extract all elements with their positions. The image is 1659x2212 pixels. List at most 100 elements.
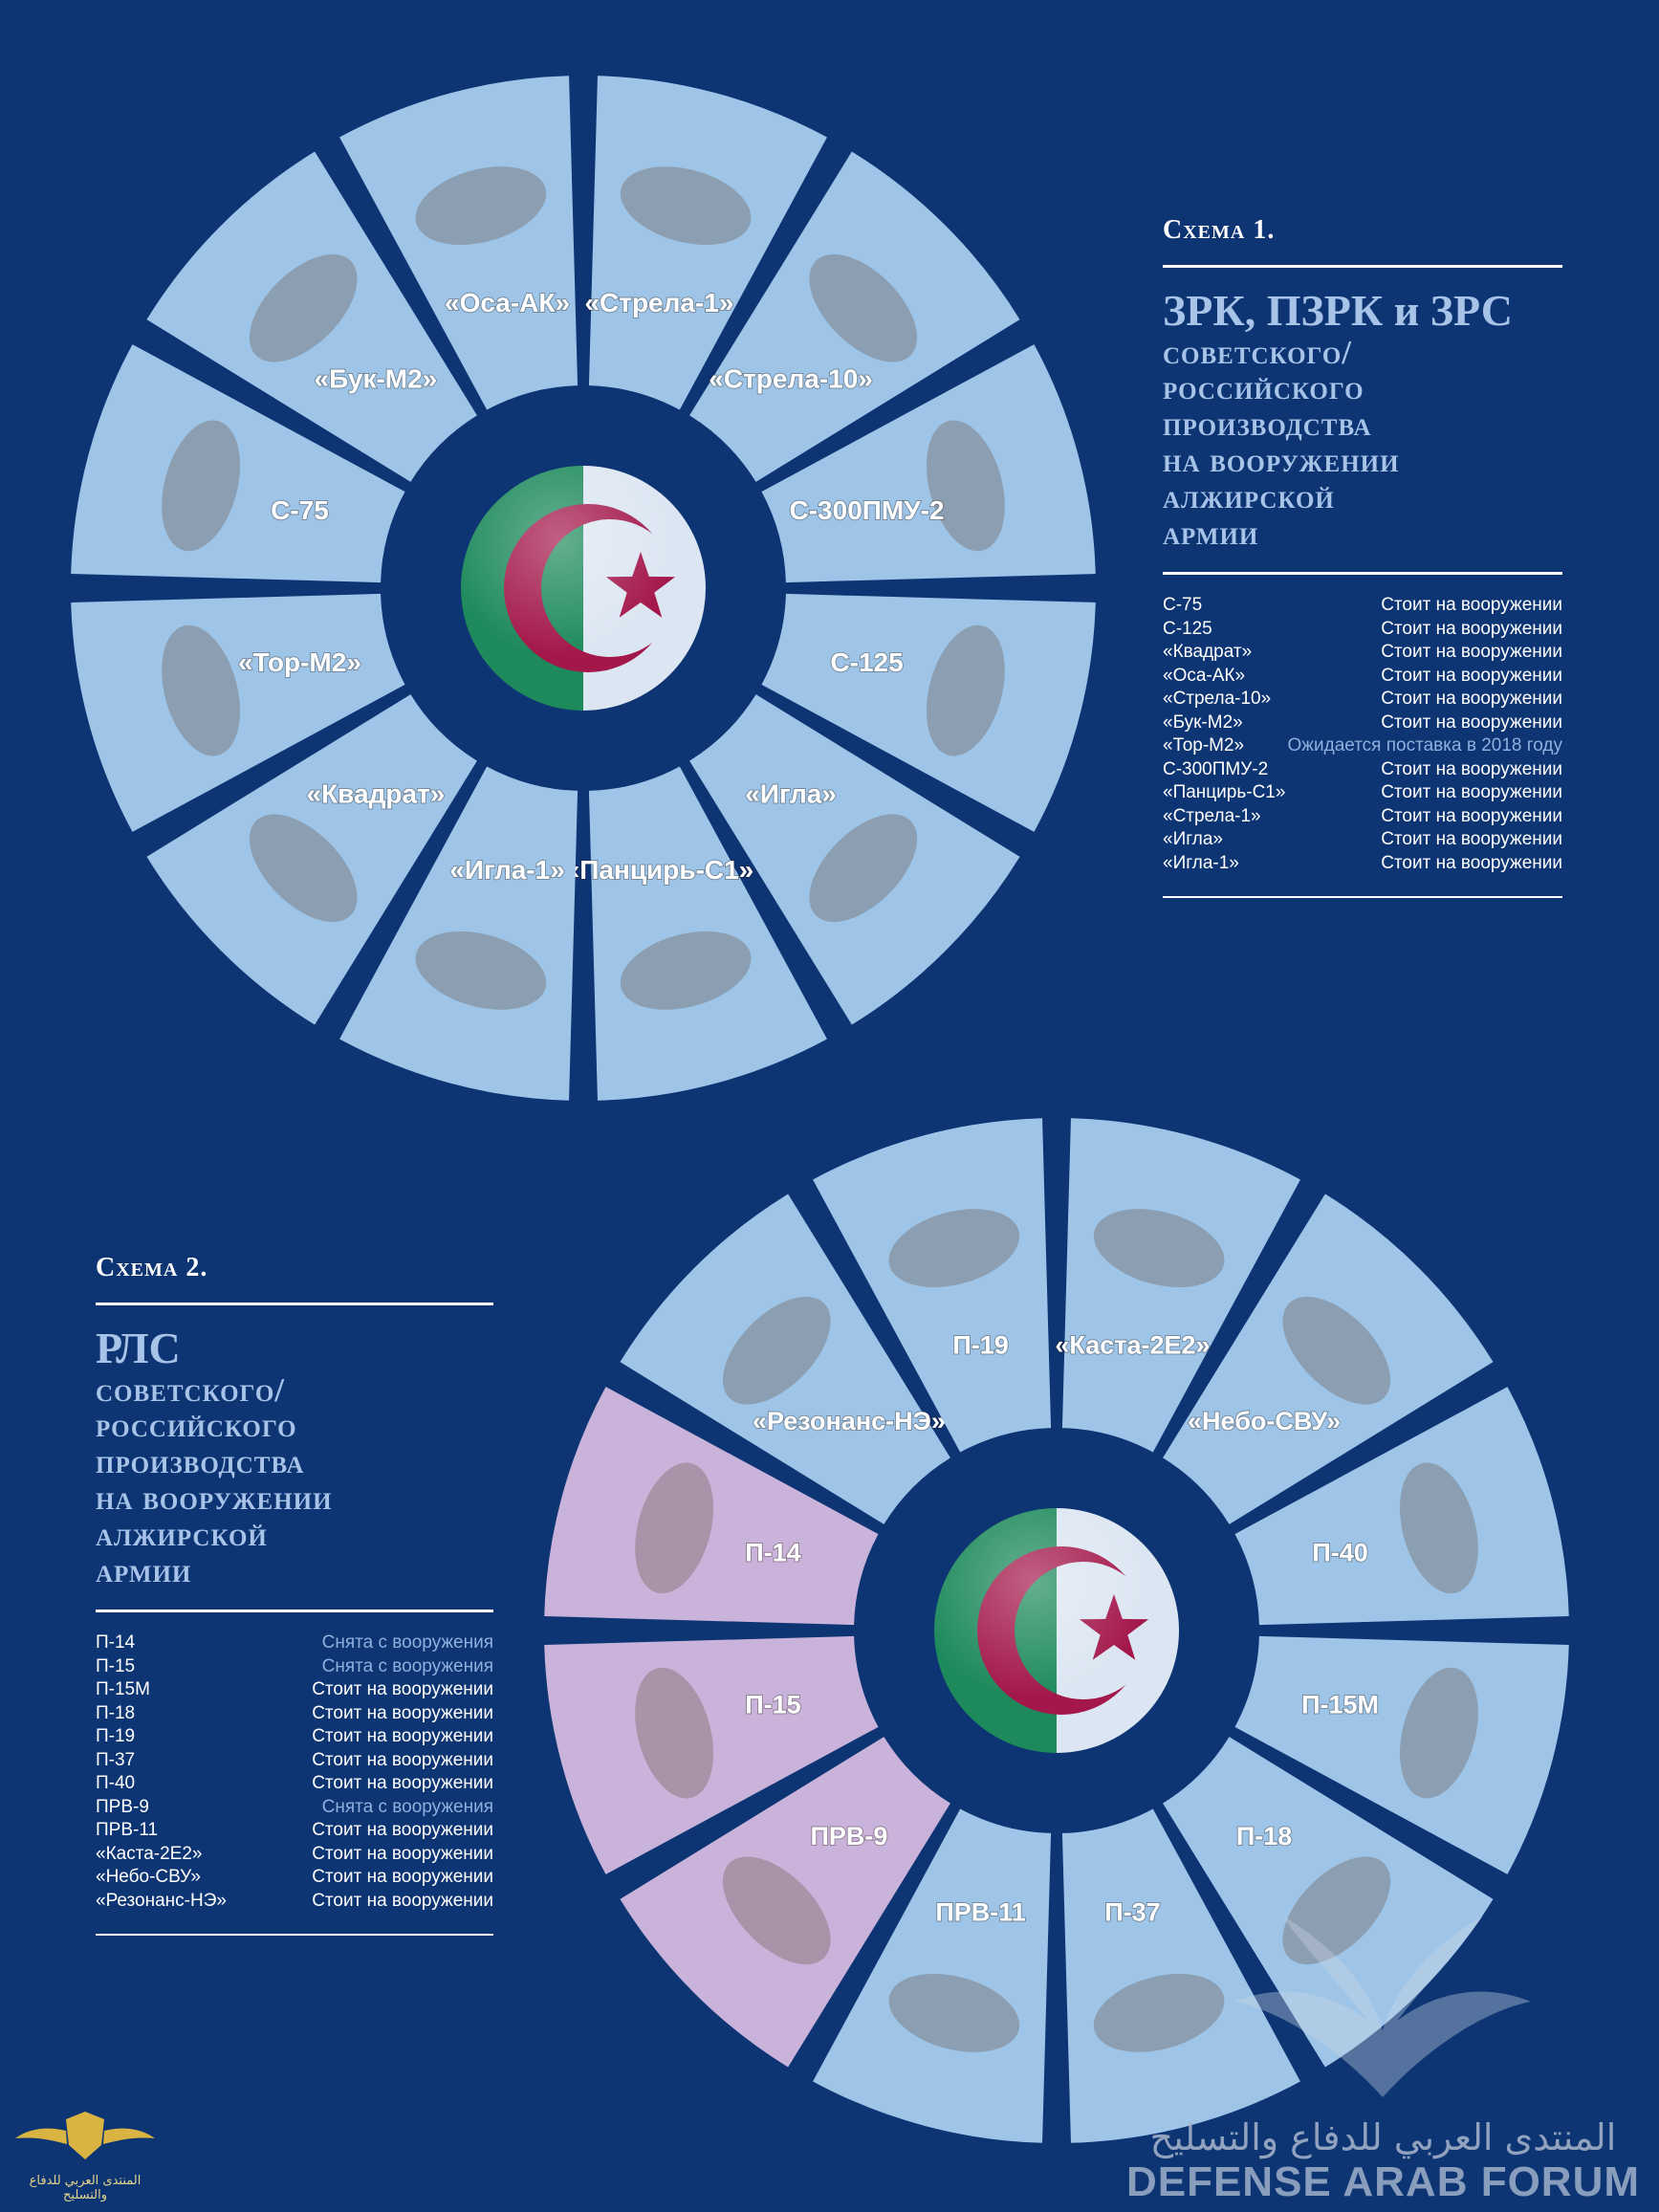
schema1-system-status: Стоит на вооружении [1381, 758, 1562, 779]
schema1-system-status: Стоит на вооружении [1381, 642, 1562, 663]
schema2-equipment-silhouette [635, 1667, 714, 1799]
schema1-system-status: Ожидается поставка в 2018 году [1287, 735, 1563, 756]
schema2-system-status: Стоит на вооружении [312, 1890, 493, 1911]
wings-emblem-icon [1234, 1916, 1532, 2097]
schema2-equipment-silhouette [1282, 1856, 1391, 1965]
schema2-system-status: Стоит на вооружении [312, 1843, 493, 1864]
schema1-wheel-segment [761, 593, 1096, 832]
schema2-segment-label: П-37 [1104, 1898, 1160, 1927]
schema2-segment-label: П-14 [745, 1539, 800, 1567]
schema2-segment-label: ПРВ-9 [810, 1822, 887, 1851]
schema1-equipment-silhouette [809, 253, 918, 362]
schema1-bottom-rule [1163, 896, 1562, 899]
schema1-system-status: Стоит на вооружении [1381, 689, 1562, 710]
schema2-status-row: «Резонанс-НЭ»Стоит на вооружении [96, 1890, 493, 1914]
schema2-wheel-segment [620, 1194, 950, 1524]
schema2-segment-label: П-18 [1236, 1822, 1292, 1851]
schema1-wheel-segment [339, 76, 578, 410]
schema2-wheel-segment [813, 1118, 1052, 1453]
schema2-wheel-segment [544, 1635, 879, 1874]
schema1-equipment-silhouette [620, 166, 752, 246]
watermark-arabic: المنتدى العربي للدفاع والتسليح [1149, 2116, 1617, 2158]
schema1-segment-label: «Игла» [745, 778, 837, 808]
schema1-equipment-silhouette [249, 814, 358, 923]
schema2-status-row: «Каста-2Е2»Стоит на вооружении [96, 1843, 493, 1867]
schema1-label: Схема 1. [1163, 215, 1276, 245]
schema1-title-line: российского [1163, 369, 1364, 407]
schema2-system-status: Стоит на вооружении [312, 1749, 493, 1770]
schema1-system-name: «Игла» [1163, 829, 1223, 850]
schema2-wheel-segment [813, 1808, 1052, 2143]
schema1-title-line: советского/ [1163, 333, 1352, 371]
schema1-system-status: Стоит на вооружении [1381, 852, 1562, 873]
schema1-status-row: «Бук-М2»Стоит на вооружении [1163, 712, 1562, 735]
schema2-system-name: П-19 [96, 1726, 136, 1747]
schema2-title-line: алжирской [96, 1515, 268, 1553]
schema2-bottom-rule [96, 1934, 493, 1937]
schema2-wheel-segment [1061, 1118, 1300, 1453]
schema1-segment-label: С-75 [271, 495, 329, 525]
schema1-status-row: «Стрела-10»Стоит на вооружении [1163, 688, 1562, 712]
schema1-segment-label: С-125 [830, 647, 903, 677]
shield-emblem-icon [15, 2112, 155, 2159]
schema1-wheel-segment [339, 766, 578, 1101]
schema1-segment-label: «Оса-АК» [445, 288, 570, 318]
schema1-wheel-svg: «Стрела-1»«Стрела-10»С-300ПМУ-2С-125«Игл… [71, 76, 1096, 1101]
schema2-status-row: «Небо-СВУ»Стоит на вооружении [96, 1866, 493, 1890]
schema1-wheel-segment [71, 593, 405, 832]
schema1-system-status: Стоит на вооружении [1381, 618, 1562, 639]
schema1-equipment-silhouette [926, 624, 1005, 756]
schema2-wheel-segment [1234, 1387, 1569, 1626]
schema1-equipment-silhouette [162, 420, 241, 552]
schema2-equipment-silhouette [1399, 1462, 1478, 1594]
schema2-segment-label: ПРВ-11 [935, 1898, 1025, 1927]
schema1-status-row: «Стрела-1»Стоит на вооружении [1163, 805, 1562, 829]
schema2-system-name: П-14 [96, 1632, 136, 1654]
schema1-segment-label: «Тор-М2» [238, 647, 361, 677]
schema1-segment-label: «Игла-1» [449, 855, 565, 885]
schema2-equipment-silhouette [635, 1462, 714, 1594]
schema2-title: РЛС советского/ российского производства… [96, 1325, 493, 1588]
schema1-status-row: «Игла-1» Стоит на вооружении [1163, 852, 1562, 876]
schema2-system-status: Снята с вооружения [321, 1632, 493, 1654]
schema1-status-row: «Квадрат»Стоит на вооружении [1163, 641, 1562, 665]
schema2-segment-label: П-15 [745, 1691, 800, 1719]
schema2-equipment-silhouette [888, 1973, 1020, 2052]
schema1-system-name: «Панцирь-С1» [1163, 782, 1286, 803]
schema1-wheel-segment [689, 151, 1020, 482]
schema1-equipment-silhouette [162, 624, 241, 756]
schema2-wheel-segment [1163, 1194, 1494, 1524]
schema2-system-name: П-18 [96, 1702, 136, 1723]
schema2-status-row: П-37 Стоит на вооружении [96, 1749, 493, 1773]
schema1-equipment-silhouette [415, 931, 547, 1010]
schema2-segment-label: П-19 [952, 1331, 1008, 1360]
schema2-equipment-silhouette [1282, 1296, 1391, 1405]
schema2-system-name: П-37 [96, 1749, 136, 1770]
schema2-wheel-segment [1061, 1808, 1300, 2143]
schema1-system-name: «Игла-1» [1163, 852, 1239, 873]
schema1-title: ЗРК, ПЗРК и ЗРС советского/ российского … [1163, 287, 1562, 551]
schema1-segment-label: С-300ПМУ-2 [790, 495, 945, 525]
schema1-segment-label: «Квадрат» [307, 778, 446, 808]
schema1-title-line: армии [1163, 514, 1259, 552]
schema1-status-row: «Игла»Стоит на вооружении [1163, 828, 1562, 852]
schema2-system-status: Стоит на вооружении [312, 1867, 493, 1888]
schema2-system-status: Стоит на вооружении [312, 1820, 493, 1841]
schema2-wheel-segment [544, 1387, 879, 1626]
schema2-title-line: на вооружении [96, 1479, 333, 1518]
corner-logo-text: المنتدى العربي للدفاع والتسليح [29, 2174, 142, 2202]
schema2-title-line: российского [96, 1407, 297, 1445]
schema2-wheel-svg: «Каста-2Е2»«Небо-СВУ»П-40П-15МП-18П-37ПР… [544, 1118, 1569, 2143]
schema1-segment-label: «Стрела-1» [584, 288, 733, 318]
schema1-system-status: Стоит на вооружении [1381, 665, 1562, 686]
schema1-status-row: «Тор-М2»Ожидается поставка в 2018 году [1163, 734, 1562, 758]
schema1-segment-label: «Бук-М2» [315, 363, 438, 393]
